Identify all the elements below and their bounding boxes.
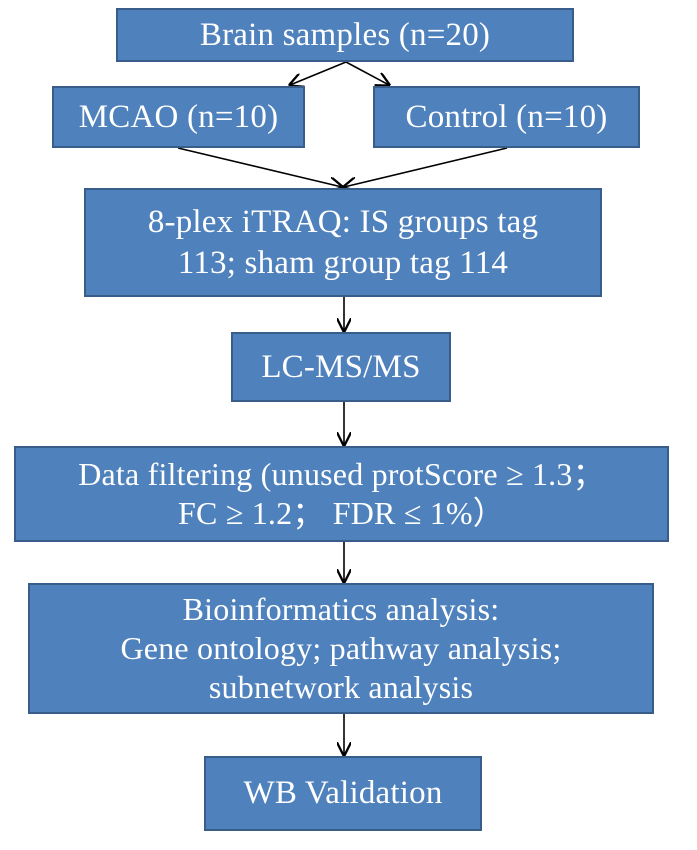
node-text-line: Brain samples (n=20) xyxy=(199,16,491,53)
node-text-line: Data filtering (unused protScore ≥ 1.3； xyxy=(78,455,605,492)
node-control: Control (n=10) xyxy=(373,86,640,148)
node-text-line: Bioinformatics analysis: xyxy=(182,590,500,627)
node-mcao: MCAO (n=10) xyxy=(52,86,305,148)
node-wb-validation: WB Validation xyxy=(204,756,482,831)
node-text-line: FC ≥ 1.2； FDR ≤ 1%） xyxy=(178,495,505,531)
node-text-line: 8-plex iTRAQ: IS groups tag xyxy=(147,204,539,241)
arrow-mcao-to-itraq xyxy=(177,147,342,187)
node-text-line: 113; sham group tag 114 xyxy=(177,244,509,281)
node-text-line: LC-MS/MS xyxy=(261,348,421,385)
node-data-filtering: Data filtering (unused protScore ≥ 1.3；F… xyxy=(14,446,669,542)
node-text-line: WB Validation xyxy=(243,775,443,812)
node-lcms: LC-MS/MS xyxy=(231,332,451,402)
node-text-line: MCAO (n=10) xyxy=(78,98,279,135)
arrow-brain-to-control xyxy=(345,61,389,85)
node-bioinformatics: Bioinformatics analysis:Gene ontology; p… xyxy=(28,583,654,714)
arrow-brain-to-mcao xyxy=(290,61,347,85)
node-text-line: subnetwork analysis xyxy=(208,669,474,706)
node-brain-samples: Brain samples (n=20) xyxy=(116,8,574,62)
node-text-line: Control (n=10) xyxy=(405,98,608,135)
node-text-line: Gene ontology; pathway analysis; xyxy=(120,629,562,666)
arrow-control-to-itraq xyxy=(344,147,508,187)
